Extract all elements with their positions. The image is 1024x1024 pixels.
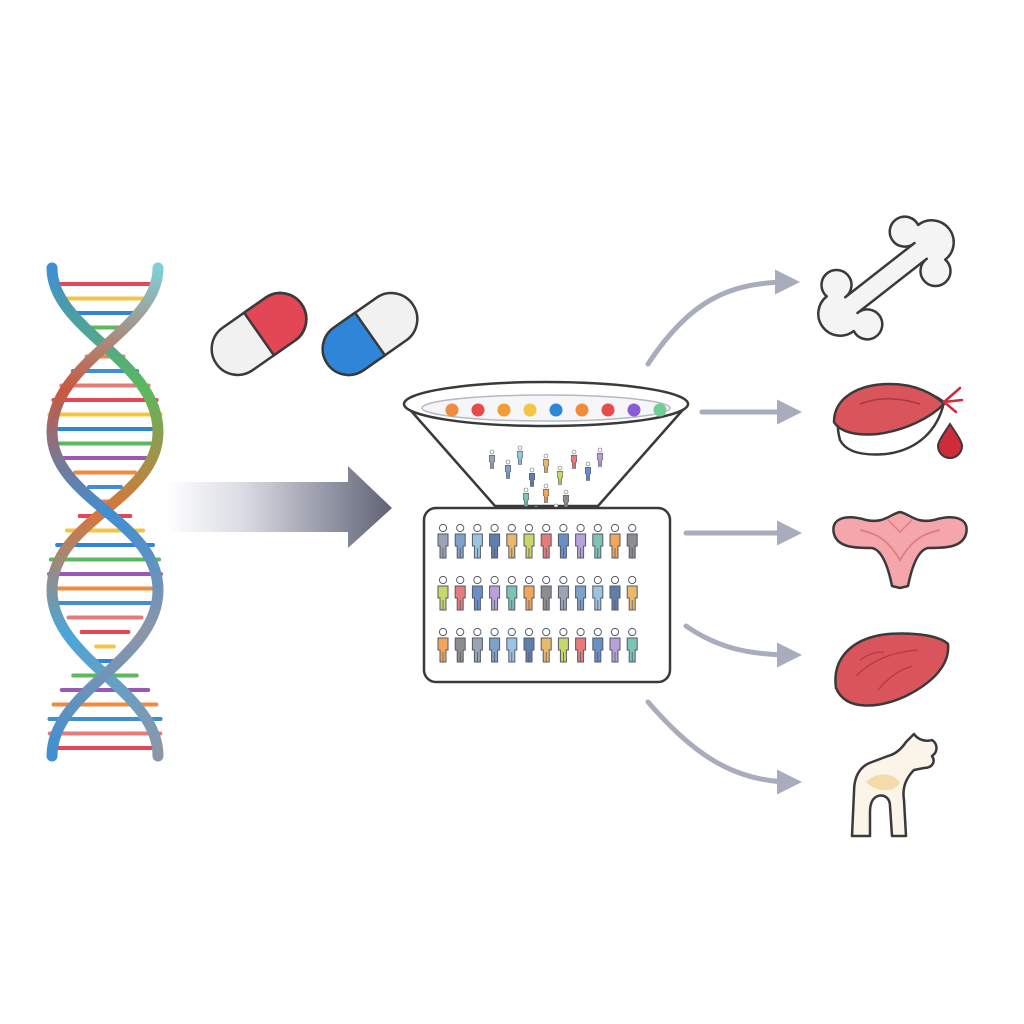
joint-icon [850, 732, 938, 838]
main-flow-arrow [165, 466, 392, 548]
person-figure [575, 627, 587, 663]
bleeding-organ-icon [832, 382, 964, 459]
person-figure [437, 575, 449, 611]
person-figure [540, 575, 552, 611]
person-figure [542, 453, 550, 473]
person-figure [540, 523, 552, 559]
population-grid [437, 523, 638, 663]
person-figure [584, 461, 592, 481]
funnel-dot [575, 403, 589, 417]
person-figure [523, 627, 535, 663]
person-figure [437, 627, 449, 663]
liver-icon [834, 632, 950, 707]
person-figure [575, 523, 587, 559]
person-figure [592, 575, 604, 611]
person-figure [506, 575, 518, 611]
person-figure [488, 449, 496, 469]
arrow-to-liver [683, 623, 802, 668]
funnel-dots [445, 403, 667, 417]
capsule-red-icon [210, 291, 308, 377]
funnel-dot [523, 403, 537, 417]
person-figure [626, 627, 638, 663]
person-figure [556, 465, 564, 485]
person-figure [596, 447, 604, 467]
population-panel-icon [422, 506, 672, 684]
funnel-icon [402, 380, 690, 525]
funnel-dot [653, 403, 667, 417]
person-figure [506, 627, 518, 663]
person-figure [506, 523, 518, 559]
arrow-to-bone [645, 269, 800, 367]
person-figure [562, 489, 570, 509]
funnel-dot [497, 403, 511, 417]
person-figure [592, 627, 604, 663]
person-figure [523, 523, 535, 559]
person-figure [528, 467, 536, 487]
capsule-blue-icon [321, 291, 419, 377]
person-figure [557, 627, 569, 663]
funnel-dot [601, 403, 615, 417]
funnel-dot [627, 403, 641, 417]
funnel-dot [549, 403, 563, 417]
person-figure [626, 575, 638, 611]
person-figure [542, 483, 550, 503]
person-figure [437, 523, 449, 559]
blood-drop-icon [936, 422, 964, 459]
person-figure [489, 627, 501, 663]
person-figure [454, 575, 466, 611]
person-figure [471, 523, 483, 559]
person-figure [570, 449, 578, 469]
person-figure [522, 487, 530, 507]
funnel-dot [471, 403, 485, 417]
person-figure [523, 575, 535, 611]
dna-double-helix-icon [46, 262, 164, 762]
outcome-arrows [645, 269, 802, 795]
person-figure [575, 575, 587, 611]
person-figure [516, 445, 524, 465]
person-figure [504, 459, 512, 479]
person-figure [592, 523, 604, 559]
uterus-icon [832, 510, 968, 590]
person-figure [609, 523, 621, 559]
arrow-to-joint [645, 699, 802, 795]
person-figure [557, 523, 569, 559]
funnel-dot [445, 403, 459, 417]
person-figure [609, 627, 621, 663]
person-figure [471, 627, 483, 663]
dna-strand-b [46, 262, 164, 762]
person-figure [489, 523, 501, 559]
person-figure [454, 627, 466, 663]
person-figure [471, 575, 483, 611]
person-figure [609, 575, 621, 611]
bone-icon [817, 215, 955, 341]
person-figure [454, 523, 466, 559]
person-figure [540, 627, 552, 663]
person-figure [557, 575, 569, 611]
person-figure [489, 575, 501, 611]
person-figure [626, 523, 638, 559]
